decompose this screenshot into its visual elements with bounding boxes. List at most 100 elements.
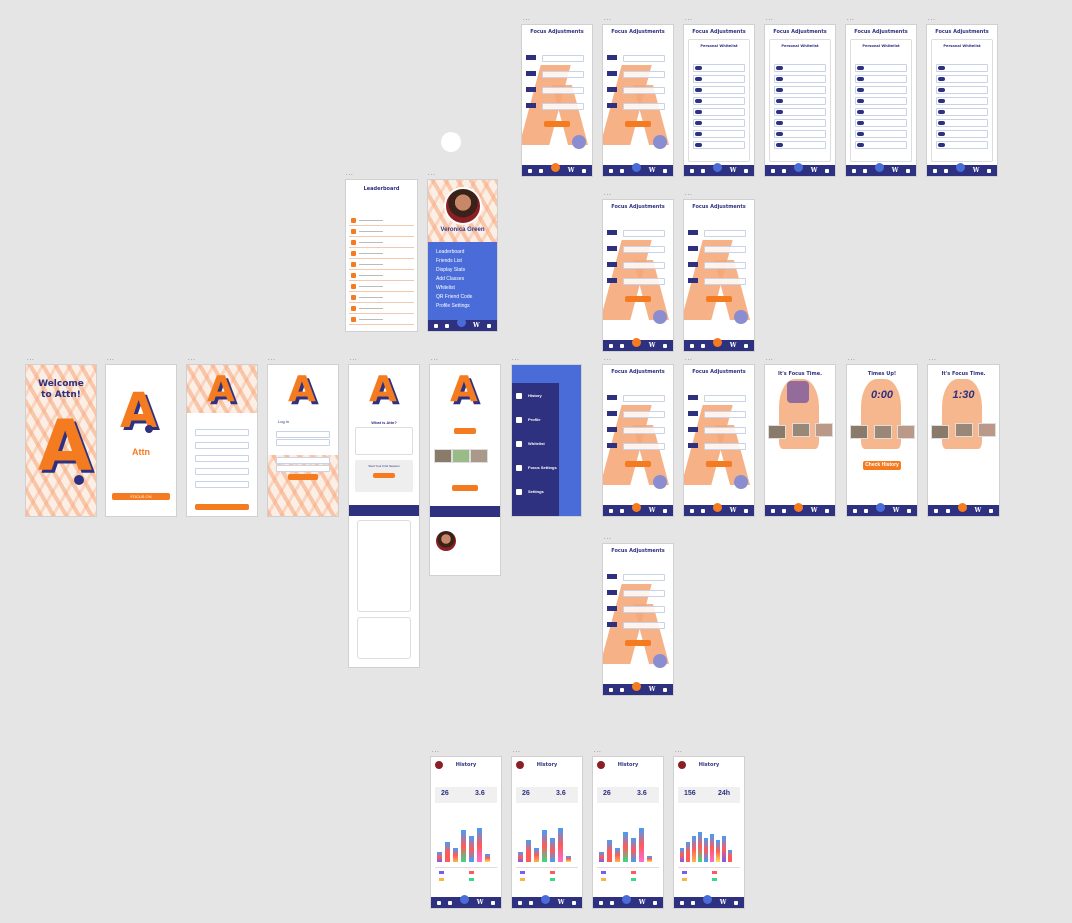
chart-icon[interactable]: [620, 168, 625, 173]
w-icon[interactable]: W: [648, 507, 656, 514]
person-icon[interactable]: [663, 168, 668, 173]
profile-menu-item[interactable]: Display Stats: [436, 267, 466, 273]
plus-icon[interactable]: [632, 163, 642, 172]
person-icon[interactable]: [744, 508, 749, 513]
profile-menu-item[interactable]: Leaderboard: [436, 249, 465, 255]
w-icon[interactable]: W: [476, 899, 484, 906]
w-icon[interactable]: W: [648, 342, 656, 349]
plus-icon[interactable]: [460, 895, 470, 904]
leaderboard-row[interactable]: [349, 304, 414, 314]
plus-icon[interactable]: [632, 338, 642, 347]
chart-icon[interactable]: [782, 168, 787, 173]
leaderboard-row[interactable]: [349, 249, 414, 259]
signup-field[interactable]: [195, 442, 249, 449]
w-icon[interactable]: W: [729, 342, 737, 349]
w-icon[interactable]: W: [648, 167, 656, 174]
chart-icon[interactable]: [620, 687, 625, 692]
plus-icon[interactable]: [456, 318, 466, 327]
plus-icon[interactable]: [956, 163, 966, 172]
menu-icon[interactable]: [517, 900, 522, 905]
signup-field[interactable]: [195, 455, 249, 462]
get-started-button[interactable]: [452, 485, 478, 491]
w-icon[interactable]: W: [567, 167, 575, 174]
chart-icon[interactable]: [448, 900, 453, 905]
menu-icon[interactable]: [689, 508, 694, 513]
side-menu-item[interactable]: History: [516, 393, 542, 399]
plus-icon[interactable]: [632, 503, 642, 512]
leaderboard-row[interactable]: [349, 271, 414, 281]
menu-icon[interactable]: [436, 900, 441, 905]
plus-icon[interactable]: [794, 163, 804, 172]
person-icon[interactable]: [572, 900, 577, 905]
person-icon[interactable]: [663, 508, 668, 513]
leaderboard-row[interactable]: [349, 238, 414, 248]
plus-icon[interactable]: [794, 503, 804, 512]
focus-on-button[interactable]: FOCUS ON: [112, 493, 170, 500]
w-icon[interactable]: W: [648, 686, 656, 693]
person-icon[interactable]: [663, 687, 668, 692]
leaderboard-row[interactable]: [349, 227, 414, 237]
chart-icon[interactable]: [701, 168, 706, 173]
person-icon[interactable]: [653, 900, 658, 905]
menu-icon[interactable]: [608, 687, 613, 692]
menu-icon[interactable]: [608, 343, 613, 348]
leaderboard-row[interactable]: [349, 216, 414, 226]
chart-icon[interactable]: [620, 508, 625, 513]
side-menu-item[interactable]: Focus Settings: [516, 465, 557, 471]
w-icon[interactable]: W: [719, 899, 727, 906]
focus-on-button[interactable]: [625, 640, 651, 646]
side-menu-item[interactable]: Whitelist: [516, 441, 545, 447]
plus-icon[interactable]: [876, 503, 886, 512]
profile-menu-item[interactable]: Friends List: [436, 258, 462, 264]
profile-menu-item[interactable]: Add Classes: [436, 276, 465, 282]
person-icon[interactable]: [987, 168, 992, 173]
menu-icon[interactable]: [770, 168, 775, 173]
person-icon[interactable]: [582, 168, 587, 173]
menu-icon[interactable]: [598, 900, 603, 905]
chart-icon[interactable]: [944, 168, 949, 173]
menu-icon[interactable]: [608, 508, 613, 513]
login-button[interactable]: [288, 474, 318, 480]
plus-icon[interactable]: [541, 895, 551, 904]
focus-on-button[interactable]: [544, 121, 570, 127]
signup-button[interactable]: [195, 504, 249, 510]
plus-icon[interactable]: [551, 163, 561, 172]
plus-icon[interactable]: [713, 503, 723, 512]
w-icon[interactable]: W: [891, 167, 899, 174]
profile-menu-item[interactable]: Whitelist: [436, 285, 455, 291]
person-icon[interactable]: [663, 343, 668, 348]
focus-on-button[interactable]: [625, 121, 651, 127]
w-icon[interactable]: W: [729, 167, 737, 174]
menu-icon[interactable]: [932, 168, 937, 173]
menu-icon[interactable]: [679, 900, 684, 905]
signup-field[interactable]: [195, 468, 249, 475]
chart-icon[interactable]: [701, 508, 706, 513]
profile-menu-item[interactable]: QR Friend Code: [436, 294, 473, 300]
leaderboard-row[interactable]: [349, 315, 414, 325]
menu-icon[interactable]: [689, 343, 694, 348]
profile-menu-item[interactable]: Profile Settings: [436, 303, 470, 309]
plus-icon[interactable]: [957, 503, 967, 512]
menu-icon[interactable]: [527, 168, 532, 173]
w-icon[interactable]: W: [638, 899, 646, 906]
start-button-2[interactable]: [454, 428, 476, 434]
w-icon[interactable]: W: [810, 167, 818, 174]
w-icon[interactable]: W: [557, 899, 565, 906]
menu-icon[interactable]: [689, 168, 694, 173]
leaderboard-row[interactable]: [349, 293, 414, 303]
check-history-button[interactable]: Check History: [863, 461, 901, 470]
side-menu-item[interactable]: Settings: [516, 489, 544, 495]
chart-icon[interactable]: [610, 900, 615, 905]
plus-icon[interactable]: [622, 895, 632, 904]
side-menu-item[interactable]: Profile: [516, 417, 540, 423]
focus-on-button[interactable]: [625, 461, 651, 467]
start-button[interactable]: [373, 473, 395, 478]
person-icon[interactable]: [825, 168, 830, 173]
person-icon[interactable]: [491, 900, 496, 905]
chart-icon[interactable]: [691, 900, 696, 905]
chart-icon[interactable]: [529, 900, 534, 905]
chart-icon[interactable]: [539, 168, 544, 173]
signup-field[interactable]: [195, 481, 249, 488]
person-icon[interactable]: [906, 168, 911, 173]
plus-icon[interactable]: [632, 682, 642, 691]
